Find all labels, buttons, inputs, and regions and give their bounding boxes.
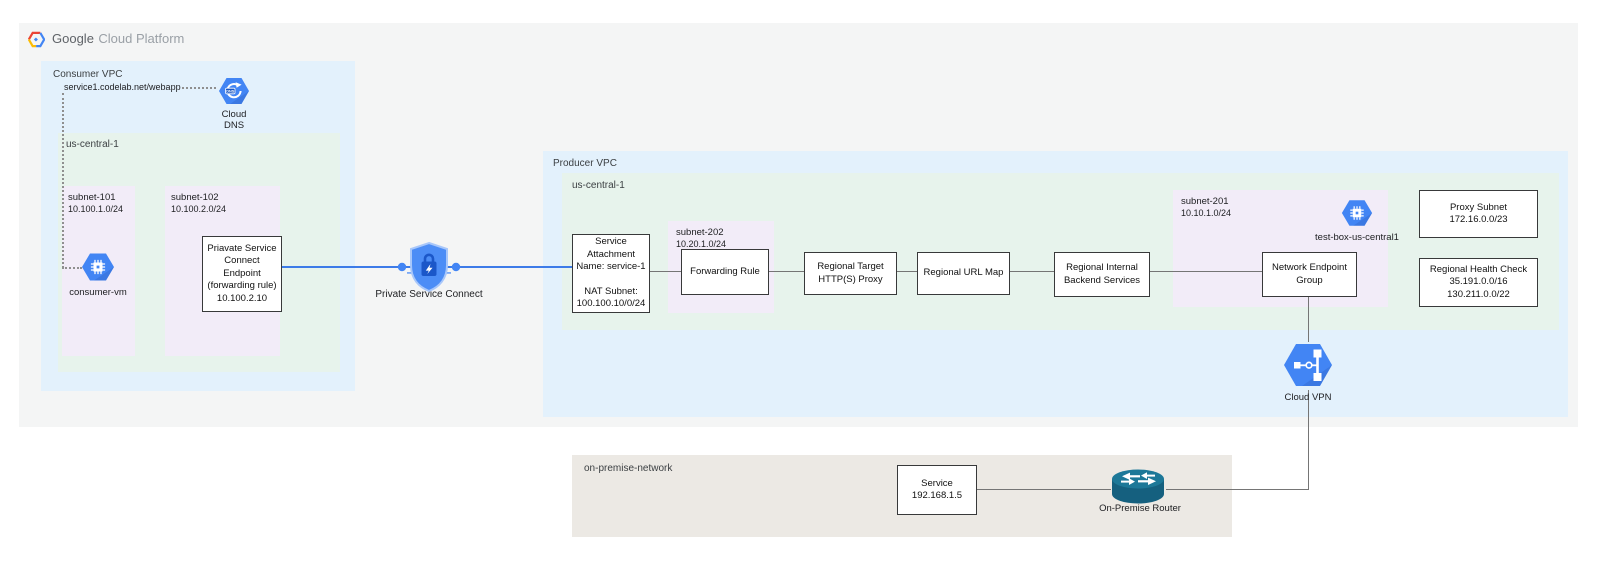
subnet-201-cidr: 10.10.1.0/24 bbox=[1181, 208, 1232, 218]
dns-record-text: service1.codelab.net/webapp bbox=[64, 82, 181, 92]
psc-caption: Private Service Connect bbox=[375, 289, 483, 300]
logo-text-google: Google bbox=[52, 31, 94, 46]
url-map-box: Regional URL Map bbox=[917, 252, 1010, 295]
subnet-102-name: subnet-102 bbox=[171, 192, 219, 203]
cloud-dns-caption: Cloud DNS bbox=[221, 109, 247, 131]
svg-text:DNS: DNS bbox=[226, 89, 234, 93]
connector-forwarding-proxy bbox=[769, 271, 804, 272]
dotted-connector-dns bbox=[182, 87, 216, 89]
connector-neg-vpn bbox=[1308, 297, 1309, 342]
subnet-101-name: subnet-101 bbox=[68, 192, 116, 203]
on-premise-service-box: Service 192.168.1.5 bbox=[897, 465, 977, 515]
logo-text-cloud-platform: Cloud Platform bbox=[98, 31, 185, 46]
dotted-connector-vertical bbox=[62, 93, 64, 268]
proxy-subnet-box: Proxy Subnet 172.16.0.0/23 bbox=[1419, 190, 1538, 238]
psc-endpoint-box: Priavate Service Connect Endpoint (forwa… bbox=[202, 236, 282, 312]
test-box-caption: test-box-us-central1 bbox=[1315, 232, 1399, 243]
consumer-region-label: us-central-1 bbox=[66, 139, 119, 150]
connector-urlmap-backend bbox=[1010, 271, 1054, 272]
on-premise-label: on-premise-network bbox=[584, 463, 673, 474]
connector-router-vpn bbox=[1166, 489, 1309, 490]
dotted-connector-vm bbox=[62, 267, 82, 269]
subnet-201-name: subnet-201 bbox=[1181, 196, 1229, 207]
gcp-hexagon-logo-icon bbox=[28, 31, 45, 47]
subnet-102-cidr: 10.100.2.0/24 bbox=[171, 204, 227, 214]
gcp-logo: Google Cloud Platform bbox=[28, 30, 184, 48]
connector-backend-neg bbox=[1150, 271, 1262, 272]
connector-service-router bbox=[977, 489, 1111, 490]
producer-vpc-label: Producer VPC bbox=[553, 158, 617, 169]
backend-services-box: Regional Internal Backend Services bbox=[1054, 252, 1150, 297]
producer-region-label: us-central-1 bbox=[572, 180, 625, 191]
on-premise-router-icon bbox=[1112, 469, 1164, 504]
test-box-vm-icon bbox=[1341, 200, 1373, 226]
consumer-vm-icon bbox=[82, 253, 114, 281]
cloud-dns-icon: DNS bbox=[219, 78, 249, 104]
cloud-vpn-caption: Cloud VPN bbox=[1284, 392, 1332, 403]
target-proxy-box: Regional Target HTTP(S) Proxy bbox=[804, 252, 897, 295]
network-endpoint-group-box: Network Endpoint Group bbox=[1262, 252, 1357, 297]
subnet-202-name: subnet-202 bbox=[676, 227, 724, 238]
subnet-202-cidr: 10.20.1.0/24 bbox=[676, 239, 727, 249]
consumer-vm-caption: consumer-vm bbox=[69, 287, 127, 298]
connector-vpn-down bbox=[1308, 390, 1309, 490]
forwarding-rule-box: Forwarding Rule bbox=[681, 249, 769, 295]
on-premise-router-caption: On-Premise Router bbox=[1099, 503, 1181, 514]
cloud-vpn-icon bbox=[1284, 344, 1332, 386]
health-check-box: Regional Health Check 35.191.0.0/16 130.… bbox=[1419, 258, 1538, 307]
connector-attach-forwarding bbox=[650, 271, 681, 272]
consumer-vpc-label: Consumer VPC bbox=[53, 69, 123, 80]
connector-proxy-urlmap bbox=[897, 271, 917, 272]
private-service-connect-icon bbox=[397, 241, 461, 293]
subnet-101-cidr: 10.100.1.0/24 bbox=[68, 204, 124, 214]
service-attachment-box: Service Attachment Name: service-1 NAT S… bbox=[572, 234, 650, 313]
